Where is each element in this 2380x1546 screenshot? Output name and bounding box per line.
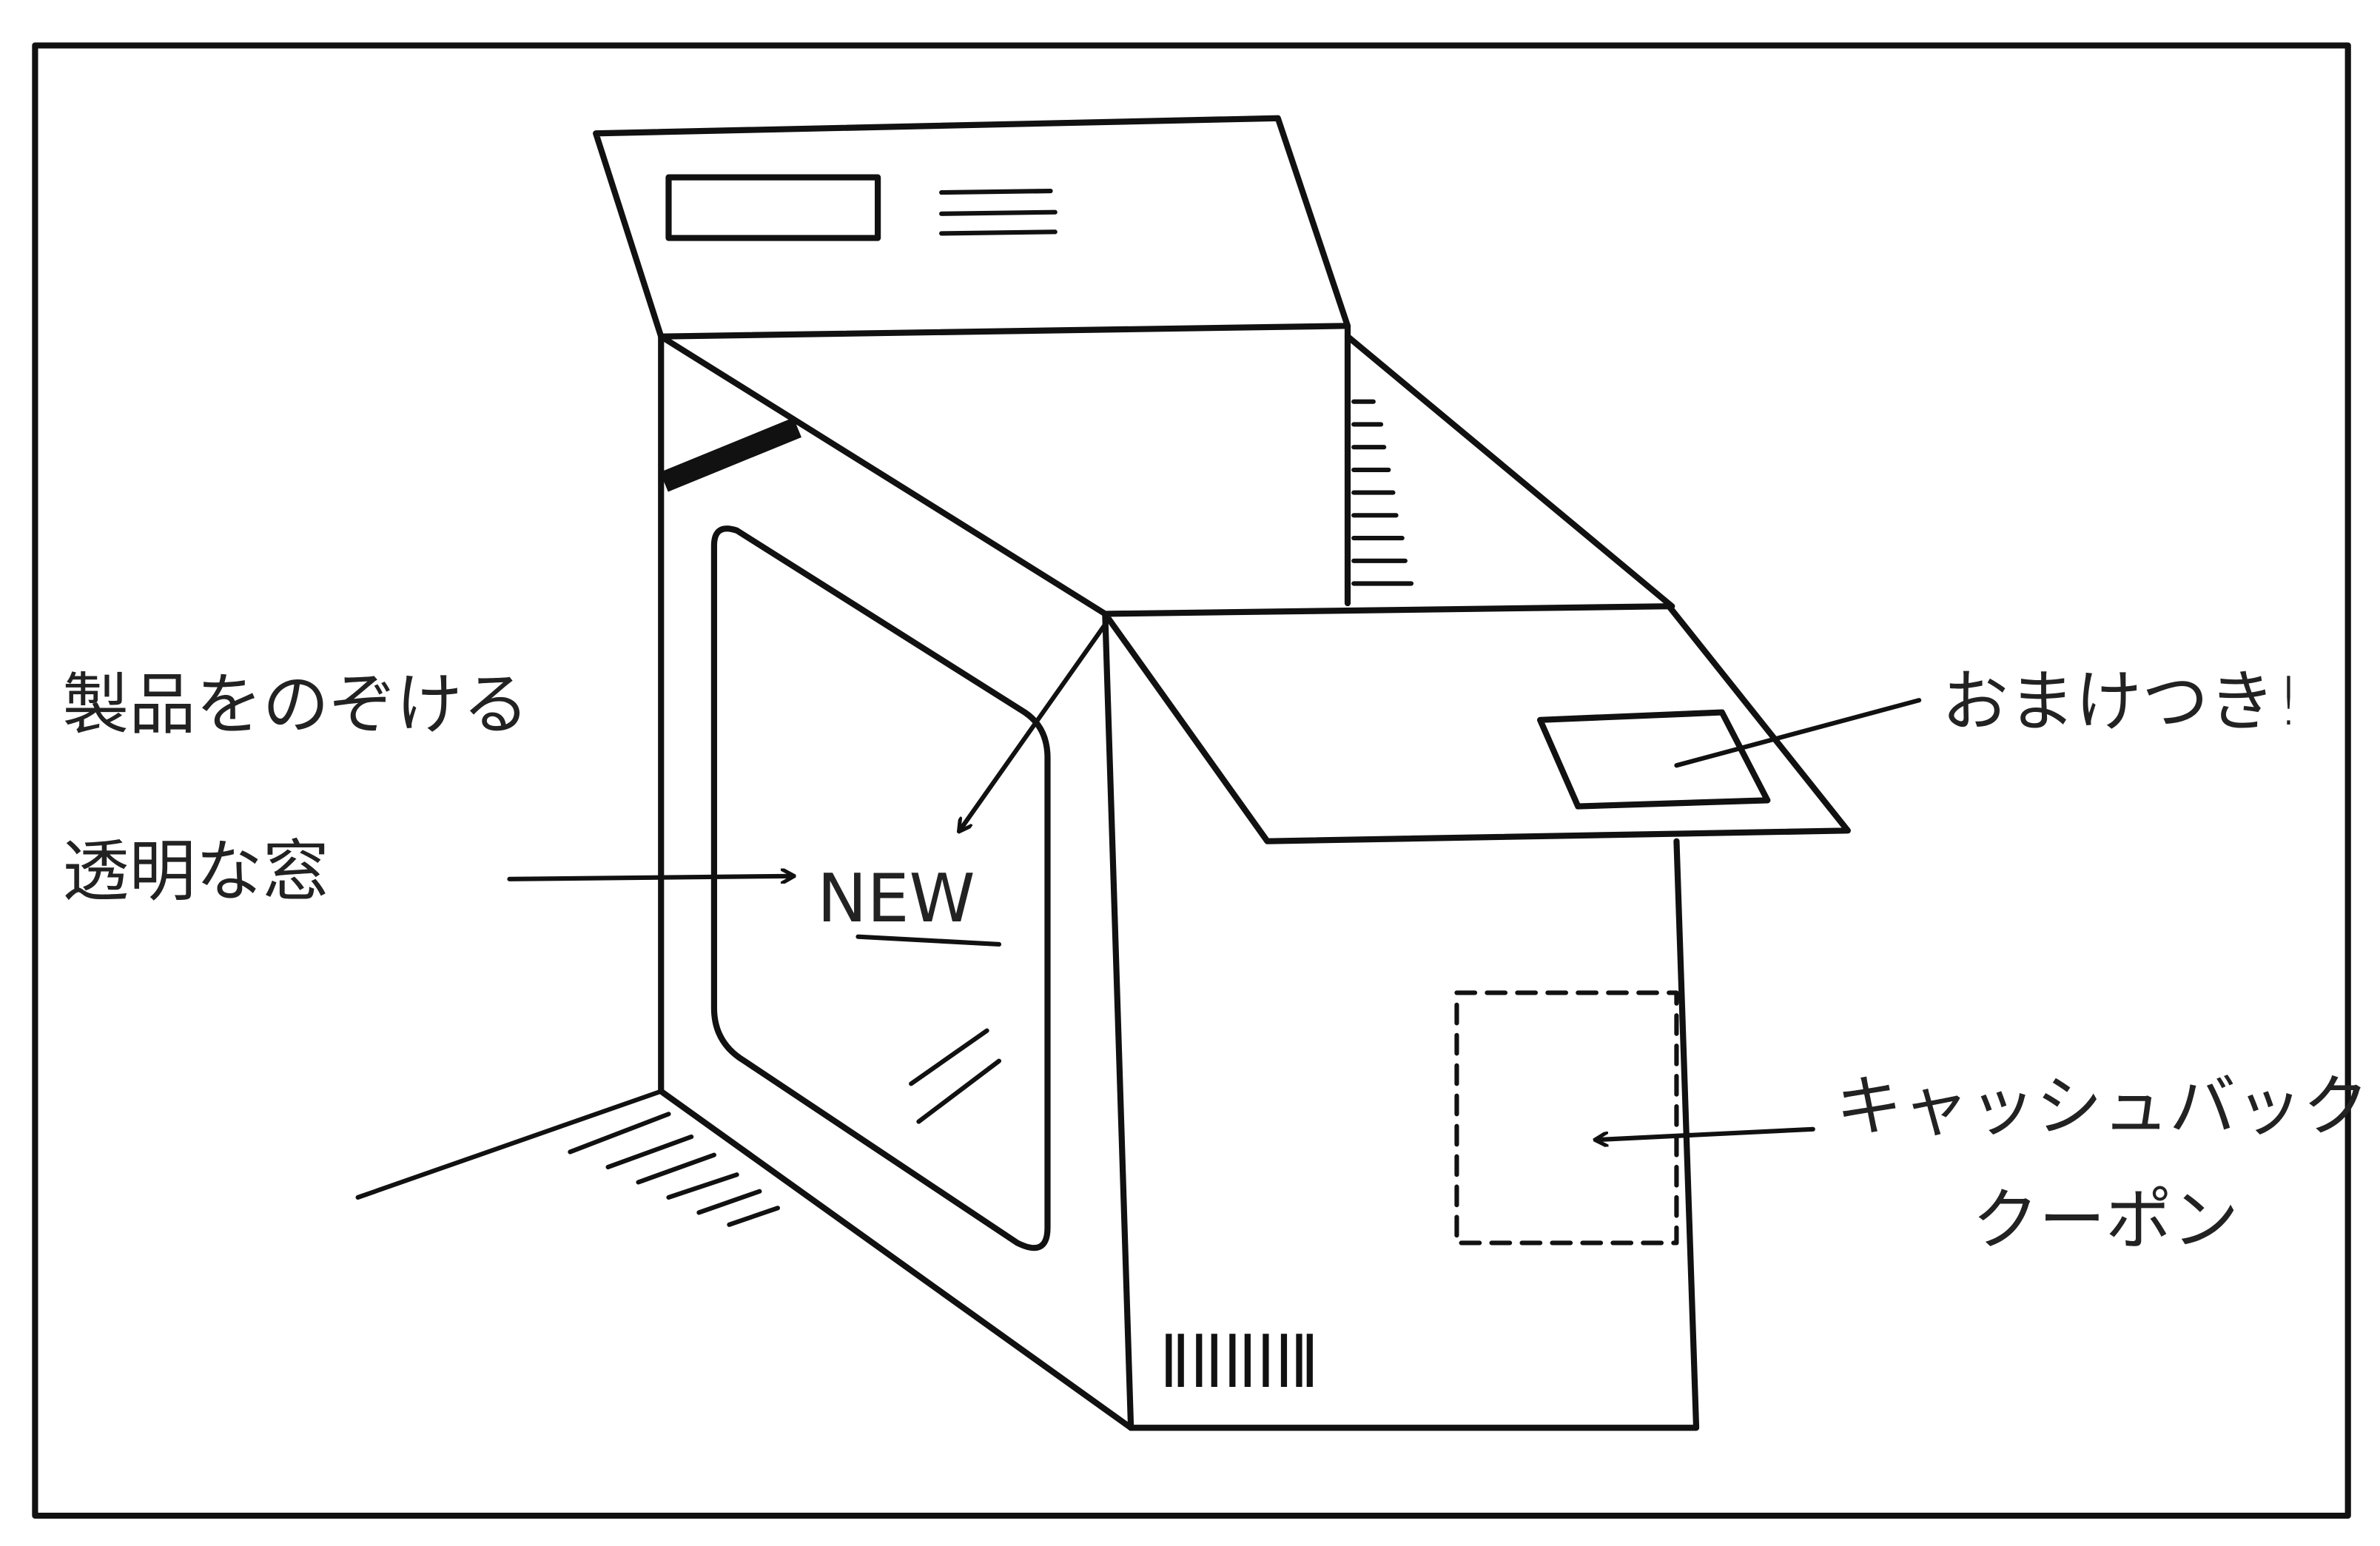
front-flap bbox=[1102, 603, 1851, 844]
window-label-line2: 透明な窓 bbox=[62, 833, 329, 910]
new-underline bbox=[855, 934, 1002, 947]
box-body bbox=[658, 323, 1700, 1431]
barcode bbox=[1166, 1334, 1313, 1387]
coupon-label-line2: クーポン bbox=[1972, 1181, 2239, 1259]
arrow-coupon bbox=[1596, 1126, 1815, 1140]
new-badge: NEW bbox=[817, 860, 975, 938]
bonus-label: おまけつき! bbox=[1942, 663, 2302, 741]
arrow-bonus bbox=[1674, 698, 1922, 768]
frame-border bbox=[32, 42, 2351, 1519]
coupon-label-line1: キャッシュバック bbox=[1835, 1068, 2369, 1146]
arrow-new bbox=[507, 876, 793, 879]
floor-shadow bbox=[355, 1089, 781, 1227]
arrow-window bbox=[960, 622, 1108, 831]
top-flap bbox=[593, 115, 1351, 340]
window-label-line1: 製品をのぞける bbox=[62, 666, 529, 744]
bonus-sticker bbox=[1537, 709, 1771, 810]
coupon-area-dashed bbox=[1454, 990, 1679, 1246]
